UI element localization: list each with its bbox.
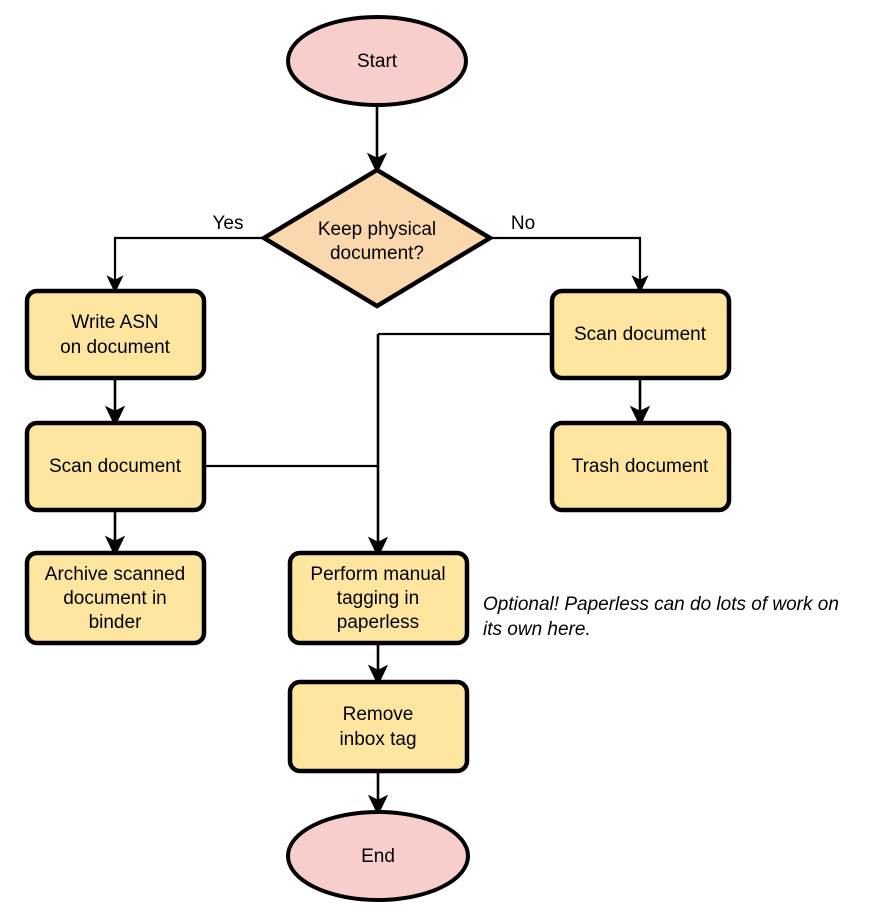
trash-document-label: Trash document [572, 456, 709, 477]
node-end[interactable]: End [286, 810, 470, 902]
node-scan-document-right[interactable]: Scan document [549, 288, 732, 381]
edge-labels-group: Yes No [213, 213, 536, 234]
decision-label-line2: document? [330, 243, 424, 264]
scan-document-left-label: Scan document [49, 456, 182, 477]
archive-box-shape [24, 550, 207, 646]
node-perform-manual-tagging[interactable]: Perform manual tagging in paperless [287, 550, 470, 646]
archive-label-line1: Archive scanned [45, 564, 185, 585]
tagging-box-shape [287, 550, 470, 646]
write-asn-label-line1: Write ASN [71, 312, 158, 333]
end-ellipse-shape [286, 810, 470, 902]
edges-group [104, 104, 651, 816]
decision-diamond-shape [259, 167, 495, 309]
remove-inbox-box-shape [287, 679, 470, 774]
scan-document-left-box-shape [24, 420, 207, 513]
trash-document-box-shape [549, 420, 732, 513]
node-archive-scanned-document[interactable]: Archive scanned document in binder [24, 550, 207, 646]
archive-label-line3: binder [89, 612, 142, 633]
node-trash-document[interactable]: Trash document [549, 420, 732, 513]
edge-label-no: No [511, 213, 535, 234]
decision-label-line1: Keep physical [318, 219, 436, 240]
node-remove-inbox-tag[interactable]: Remove inbox tag [287, 679, 470, 774]
write-asn-box-shape [24, 288, 207, 381]
end-label: End [361, 846, 395, 867]
annotation-optional-note: Optional! Paperless can do lots of work … [483, 594, 839, 640]
tagging-label-line3: paperless [337, 612, 419, 633]
edge-label-yes: Yes [213, 213, 244, 234]
node-write-asn-on-document[interactable]: Write ASN on document [24, 288, 207, 381]
start-label: Start [357, 51, 398, 72]
node-scan-document-left[interactable]: Scan document [24, 420, 207, 513]
remove-inbox-label-line1: Remove [343, 704, 414, 725]
annotation-line1: Optional! Paperless can do lots of work … [483, 594, 839, 615]
edge-decision-yes-to-write-asn [106, 236, 263, 294]
annotation-line2: its own here. [483, 619, 591, 640]
node-decision-keep-physical-document[interactable]: Keep physical document? [259, 167, 495, 309]
remove-inbox-label-line2: inbox tag [339, 729, 416, 750]
tagging-label-line2: tagging in [337, 588, 419, 609]
scan-document-right-label: Scan document [574, 324, 707, 345]
start-ellipse-shape [286, 15, 468, 107]
archive-label-line2: document in [63, 588, 167, 609]
scan-document-right-box-shape [549, 288, 732, 381]
write-asn-label-line2: on document [60, 337, 171, 358]
tagging-label-line1: Perform manual [310, 564, 445, 585]
node-start[interactable]: Start [286, 15, 468, 107]
edge-decision-no-to-scan-right [490, 236, 649, 294]
